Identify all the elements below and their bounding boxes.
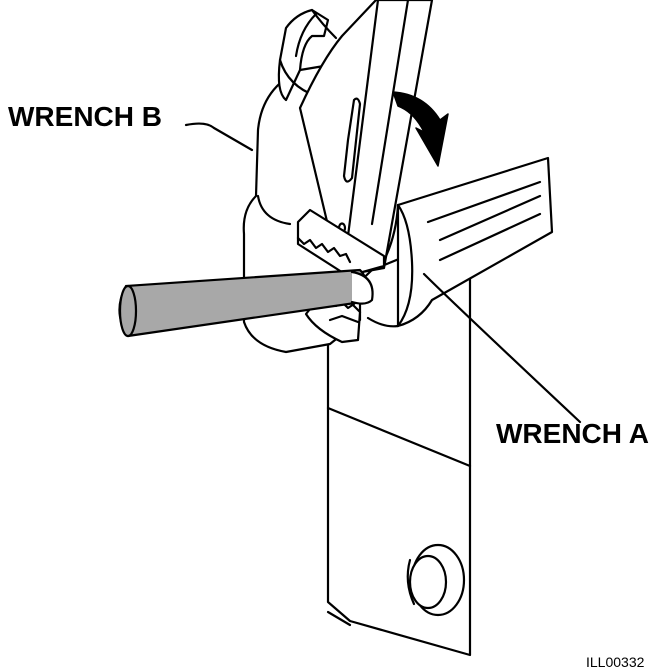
wrench-b-label: WRENCH B — [8, 103, 162, 131]
wrench-a-label: WRENCH A — [496, 420, 649, 448]
illustration-code: ILL00332 — [586, 655, 644, 669]
